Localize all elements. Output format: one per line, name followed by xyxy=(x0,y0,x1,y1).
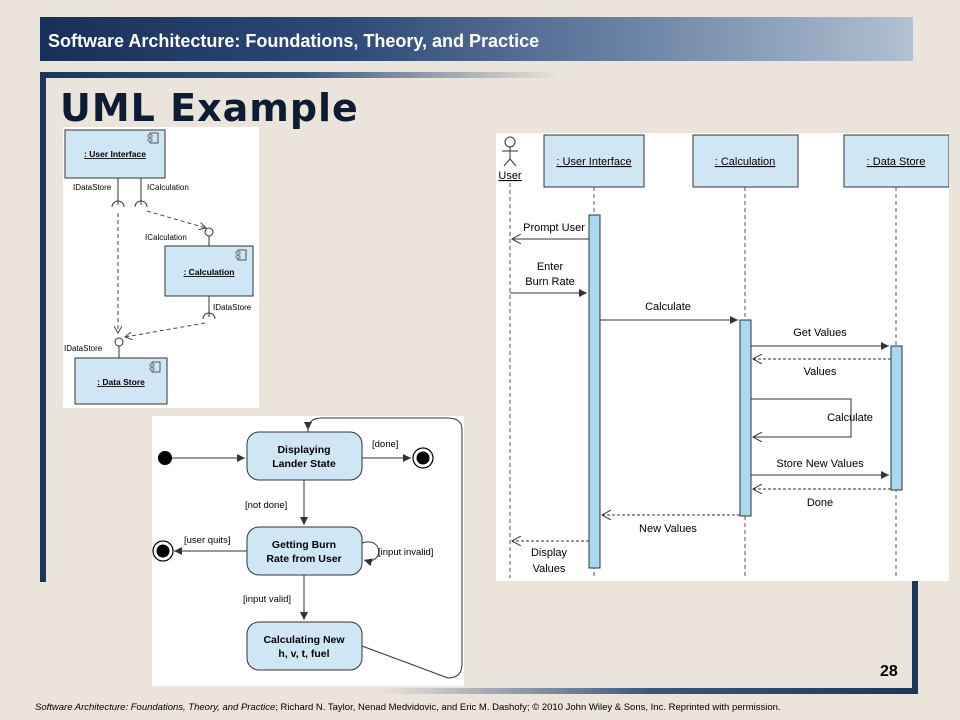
state-getting-burn-rate xyxy=(246,526,363,576)
frame-right-border xyxy=(912,578,918,688)
interface-label: ICalculation xyxy=(147,183,189,192)
footer-book-title: Software Architecture: Foundations, Theo… xyxy=(35,702,276,713)
slide-title: UML Example xyxy=(60,86,359,130)
component-label: : Calculation xyxy=(183,267,234,277)
message-label: Store New Values xyxy=(776,458,864,470)
lifeline-label: : Data Store xyxy=(867,156,926,168)
header-bar xyxy=(40,17,913,61)
final-state-icon xyxy=(152,540,174,562)
state-label: Calculating New xyxy=(263,634,345,646)
interface-label: IDataStore xyxy=(213,303,252,312)
component-user-interface: : User Interface xyxy=(64,129,166,179)
initial-state-icon xyxy=(158,451,172,465)
state-label: Rate from User xyxy=(266,553,341,565)
frame-top-border xyxy=(40,72,560,78)
page-number: 28 xyxy=(880,663,898,680)
interface-label: IDataStore xyxy=(64,344,103,353)
component-label: : User Interface xyxy=(84,149,146,159)
state-label: Displaying xyxy=(277,444,330,456)
guard-label: [done] xyxy=(372,439,398,450)
lifeline-label: : Calculation xyxy=(715,156,776,168)
footer-text: ; Richard N. Taylor, Nenad Medvidovic, a… xyxy=(275,702,781,713)
state-label: Getting Burn xyxy=(272,539,336,551)
message-label: Display xyxy=(531,547,568,559)
final-state-icon xyxy=(412,447,434,469)
socket-icon xyxy=(202,312,216,320)
footer-citation: Software Architecture: Foundations, Theo… xyxy=(35,702,781,713)
actor-icon xyxy=(502,136,518,167)
frame-left-border xyxy=(40,72,46,582)
frame-bottom-border xyxy=(380,688,918,694)
state-calculating xyxy=(246,621,363,671)
sequence-diagram: User : User Interface : Calculation : Da… xyxy=(496,133,950,581)
activation-bar xyxy=(739,319,752,517)
guard-label: [input valid] xyxy=(243,594,291,605)
lollipop-icon xyxy=(204,227,214,237)
message-label: Enter xyxy=(537,261,564,273)
message-label: Values xyxy=(533,563,566,575)
socket-icon xyxy=(134,200,148,208)
lollipop-icon xyxy=(114,337,124,347)
message-label: Calculate xyxy=(645,301,691,313)
guard-label: [user quits] xyxy=(184,535,230,546)
lifeline-label: : User Interface xyxy=(556,156,631,168)
message-label: Values xyxy=(804,366,837,378)
lifeline-head xyxy=(843,134,950,188)
actor-label: User xyxy=(498,170,522,182)
state-displaying xyxy=(246,431,363,481)
message-label: Calculate xyxy=(827,412,873,424)
component-label: : Data Store xyxy=(97,377,145,387)
guard-label: [input invalid] xyxy=(378,547,433,558)
interface-label: ICalculation xyxy=(145,233,187,242)
message-label: Get Values xyxy=(793,327,847,339)
component-calculation: : Calculation xyxy=(164,245,254,297)
state-label: h, v, t, fuel xyxy=(278,648,329,660)
lifeline-head xyxy=(692,134,799,188)
component-data-store: : Data Store xyxy=(74,357,168,405)
activation-bar xyxy=(588,214,601,569)
lifeline-head xyxy=(543,134,645,188)
socket-icon xyxy=(111,200,125,208)
activation-bar xyxy=(890,345,903,491)
message-label: Done xyxy=(807,497,833,509)
state-diagram: Displaying Lander State [done] [not done… xyxy=(152,416,464,686)
state-label: Lander State xyxy=(272,458,336,470)
header-title: Software Architecture: Foundations, Theo… xyxy=(48,31,540,51)
component-diagram: : User Interface IDataStore ICalculation… xyxy=(63,127,259,408)
guard-label: [not done] xyxy=(245,500,287,511)
message-label: Prompt User xyxy=(523,222,585,234)
interface-label: IDataStore xyxy=(73,183,112,192)
message-label: Burn Rate xyxy=(525,276,575,288)
message-label: New Values xyxy=(639,523,697,535)
